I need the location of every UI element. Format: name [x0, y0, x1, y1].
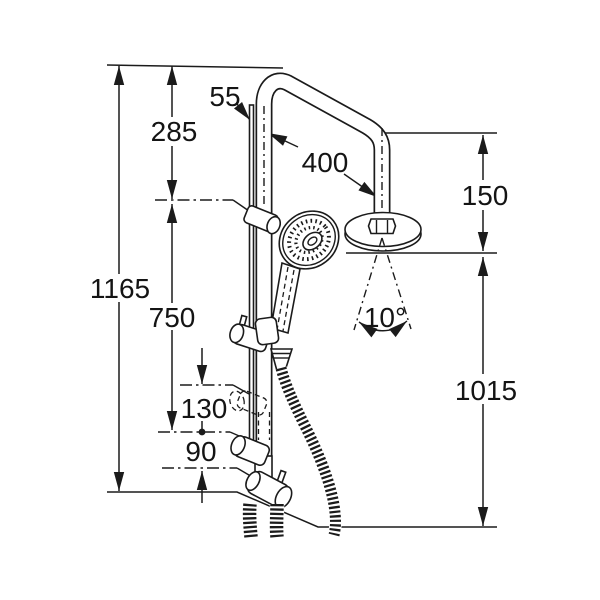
overhead-connector-nut	[367, 218, 397, 235]
top-reference-line	[106, 64, 284, 69]
dim-label-overall-height: 1165	[90, 273, 150, 304]
spray-cone	[353, 237, 412, 338]
dim-label-wall-bar-length: 750	[149, 302, 196, 333]
wall-bracket-and-diverter	[230, 434, 293, 509]
wall-offset-leader	[233, 101, 251, 121]
arm-reach-leader-left	[267, 132, 299, 148]
dim-label-lower-hole-spacing: 90	[185, 436, 216, 467]
dim-label-outlet-to-overhead: 1015	[455, 375, 517, 406]
shower-unit	[229, 72, 422, 538]
hand-shower-hose	[275, 366, 341, 537]
dim-label-top-to-holder: 285	[151, 116, 198, 147]
hose-connector	[269, 348, 294, 372]
dim-label-spray-angle: 10°	[364, 302, 406, 333]
hand-shower-head	[278, 210, 340, 270]
dimension-labels: 1165 285 750 130 90 55 400 150 1015 10°	[90, 81, 517, 467]
bottom-reference-line	[107, 491, 497, 528]
overhead-shower-head	[344, 211, 422, 252]
dimension-dot-terminator	[198, 428, 206, 436]
centerline-references	[155, 199, 255, 479]
arm-reach-leader-right	[343, 173, 378, 198]
phantom-holder-position	[229, 390, 271, 440]
dim-label-wall-offset: 55	[209, 81, 240, 112]
angle-arc-arrow	[358, 320, 408, 338]
dimension-lines	[113, 66, 489, 526]
dim-label-arm-reach: 400	[302, 147, 349, 178]
dim-label-overhead-drop: 150	[462, 180, 509, 211]
wall-bar	[248, 104, 255, 458]
hand-shower-holder	[229, 314, 280, 353]
dim-label-upper-hole-spacing: 130	[181, 393, 228, 424]
upper-holder	[243, 205, 282, 235]
shower-hoses	[242, 366, 342, 538]
riser-and-overhead-arm	[255, 72, 391, 470]
